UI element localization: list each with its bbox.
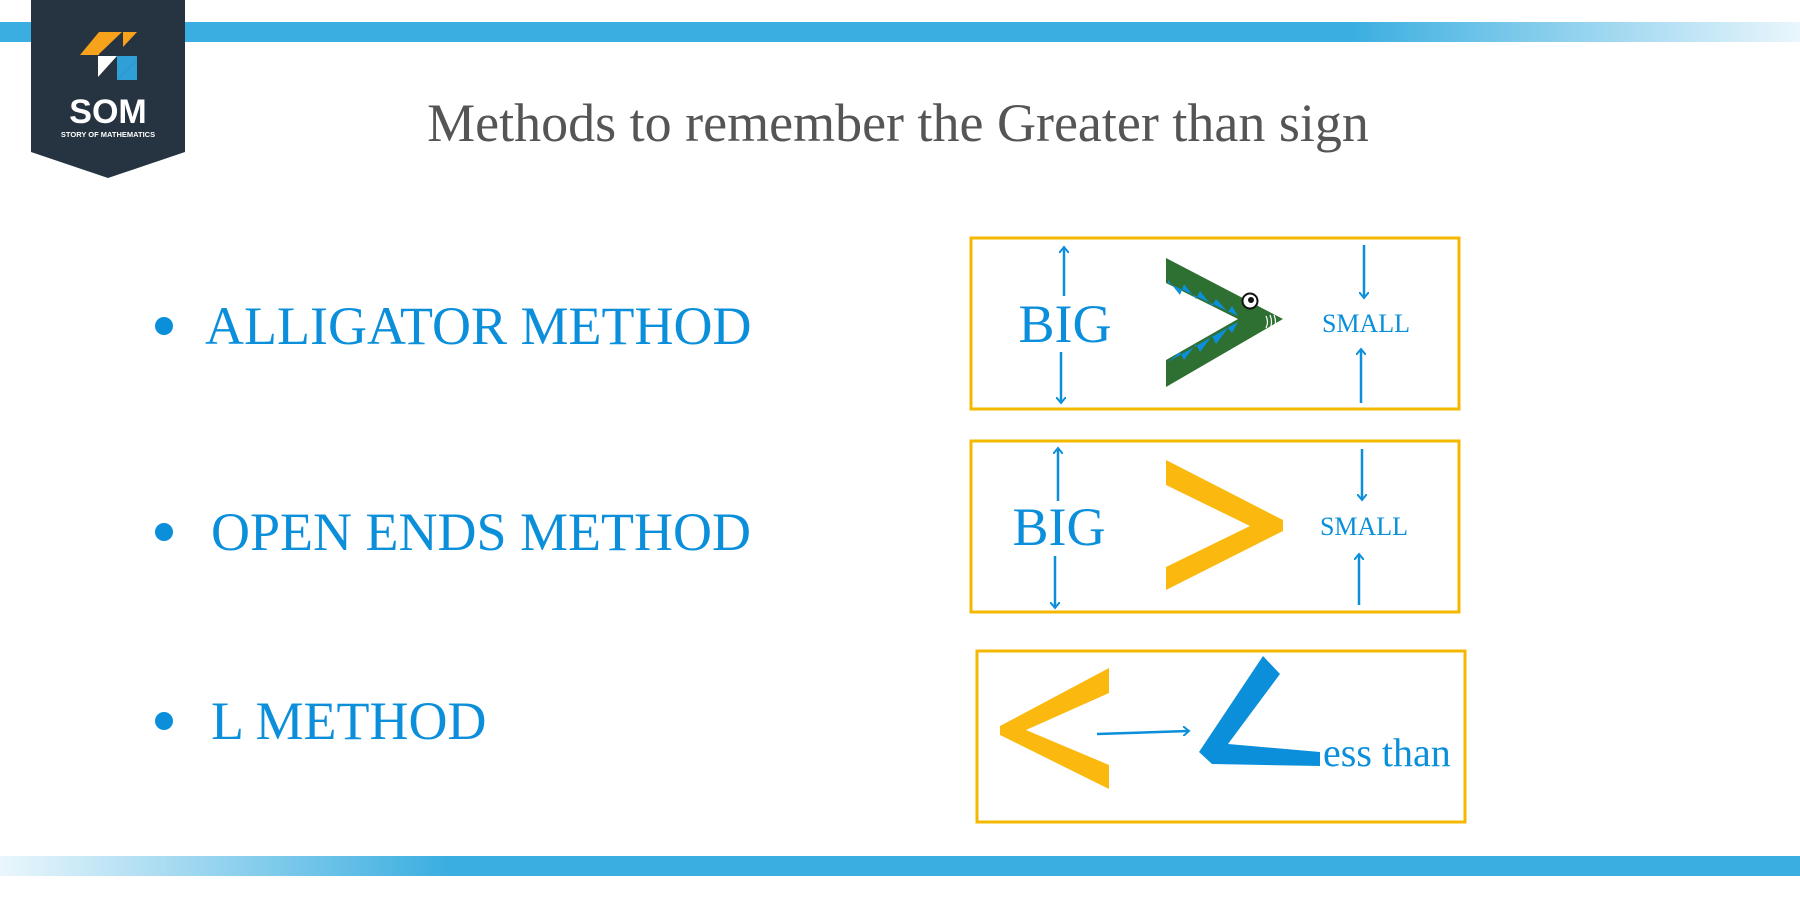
l-letter-icon: [1199, 656, 1320, 766]
logo-name: SOM: [69, 93, 146, 131]
l-method-box: [975, 649, 1467, 824]
alligator-diagram: BIG SMALL: [969, 236, 1461, 411]
alligator-icon: [1166, 258, 1283, 387]
open-ends-box: [969, 439, 1461, 614]
logo-mark-icon: [80, 32, 137, 80]
alligator-box: [969, 236, 1461, 411]
som-logo: SOM STORY OF MATHEMATICS: [31, 0, 185, 178]
bottom-accent-bar: [0, 856, 1800, 876]
logo-tagline: STORY OF MATHEMATICS: [61, 130, 155, 139]
alligator-big-label: BIG: [1019, 294, 1112, 354]
list-item-l-method: L METHOD: [155, 681, 486, 761]
bullet-icon: [155, 712, 173, 730]
top-accent-bar: [0, 22, 1800, 42]
l-method-diagram: ess than: [975, 649, 1467, 824]
list-item-alligator-method: ALLIGATOR METHOD: [155, 286, 751, 366]
method-label: ALLIGATOR METHOD: [205, 296, 752, 356]
page-title: Methods to remember the Greater than sig…: [427, 93, 1369, 153]
l-method-less-than-text: ess than: [1323, 730, 1451, 775]
bullet-icon: [155, 523, 173, 541]
method-label: L METHOD: [211, 691, 487, 751]
open-ends-big-label: BIG: [1013, 497, 1106, 557]
alligator-small-label: SMALL: [1322, 309, 1410, 338]
open-ends-small-label: SMALL: [1320, 512, 1408, 541]
right-arrow-icon: [1096, 731, 1188, 734]
bullet-icon: [155, 317, 173, 335]
greater-than-sign-icon: [1166, 460, 1283, 590]
open-ends-diagram: BIG SMALL: [969, 439, 1461, 614]
less-than-sign-icon: [1000, 668, 1109, 789]
method-label: OPEN ENDS METHOD: [211, 502, 751, 562]
list-item-open-ends-method: OPEN ENDS METHOD: [155, 492, 751, 572]
